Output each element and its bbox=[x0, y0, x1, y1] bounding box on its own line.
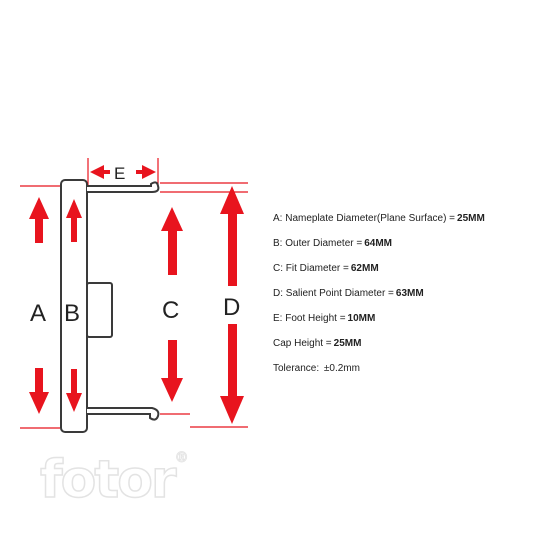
spec-tolerance: Tolerance: ±0.2mm bbox=[273, 362, 485, 387]
b-arrow-up-shaft bbox=[71, 218, 77, 242]
spec-b: B: Outer Diameter =64MM bbox=[273, 237, 485, 262]
spec-label: D: Salient Point Diameter = bbox=[273, 288, 394, 299]
spec-value: 25MM bbox=[457, 213, 485, 224]
watermark-text: fotor bbox=[39, 449, 177, 511]
d-label: D bbox=[223, 294, 240, 321]
e-dimension bbox=[90, 165, 156, 179]
e-arrow-right bbox=[142, 165, 156, 179]
spec-label: C: Fit Diameter = bbox=[273, 263, 349, 274]
d-arrow-up-shaft bbox=[228, 214, 237, 286]
a-arrow-down-shaft bbox=[35, 368, 43, 392]
a-arrow-down bbox=[29, 392, 49, 414]
spec-value: ±0.2mm bbox=[323, 363, 360, 374]
b-arrow-up bbox=[66, 199, 82, 218]
d-arrow-down-shaft bbox=[228, 324, 237, 396]
b-arrow-down bbox=[66, 393, 82, 412]
a-dimension bbox=[29, 197, 49, 414]
spec-cap-height: Cap Height =25MM bbox=[273, 337, 485, 362]
spec-d: D: Salient Point Diameter =63MM bbox=[273, 287, 485, 312]
cap-bottom-foot bbox=[87, 407, 160, 421]
c-arrow-down-shaft bbox=[168, 340, 177, 378]
a-label: A bbox=[30, 300, 46, 327]
spec-value: 62MM bbox=[350, 263, 379, 274]
spec-label: B: Outer Diameter = bbox=[273, 238, 363, 249]
registered-mark: ® bbox=[174, 450, 189, 467]
c-arrow-up-shaft bbox=[168, 231, 177, 275]
c-arrow-down bbox=[161, 378, 183, 402]
d-dimension bbox=[220, 186, 244, 424]
spec-value: 10MM bbox=[347, 313, 376, 324]
d-arrow-down bbox=[220, 396, 244, 424]
spec-label: E: Foot Height = bbox=[273, 313, 346, 324]
a-arrow-up bbox=[29, 197, 49, 219]
cap-center-block bbox=[86, 282, 113, 338]
spec-label: Tolerance: bbox=[273, 363, 320, 374]
e-label: E bbox=[114, 164, 125, 183]
b-dimension bbox=[66, 199, 82, 412]
spec-value: 64MM bbox=[364, 238, 392, 249]
spec-list: A: Nameplate Diameter(Plane Surface) =25… bbox=[273, 212, 485, 387]
spec-value: 63MM bbox=[395, 288, 424, 299]
spec-label: A: Nameplate Diameter(Plane Surface) = bbox=[273, 213, 456, 224]
d-arrow-up bbox=[220, 186, 244, 214]
c-dimension bbox=[161, 207, 183, 402]
b-label: B bbox=[64, 300, 80, 327]
spec-value: 25MM bbox=[333, 338, 362, 349]
watermark: fotor® bbox=[39, 449, 189, 511]
spec-label: Cap Height = bbox=[273, 338, 332, 349]
cap-top-foot bbox=[87, 181, 160, 193]
c-label: C bbox=[162, 297, 179, 324]
e-arrow-left-shaft bbox=[104, 170, 110, 174]
b-arrow-down-shaft bbox=[71, 369, 77, 393]
a-arrow-up-shaft bbox=[35, 219, 43, 243]
spec-a: A: Nameplate Diameter(Plane Surface) =25… bbox=[273, 212, 485, 237]
spec-e: E: Foot Height =10MM bbox=[273, 312, 485, 337]
spec-c: C: Fit Diameter =62MM bbox=[273, 262, 485, 287]
dimension-lines bbox=[20, 158, 248, 429]
c-arrow-up bbox=[161, 207, 183, 231]
e-arrow-right-shaft bbox=[136, 170, 142, 174]
cap-outline bbox=[60, 179, 160, 433]
e-arrow-left bbox=[90, 165, 104, 179]
